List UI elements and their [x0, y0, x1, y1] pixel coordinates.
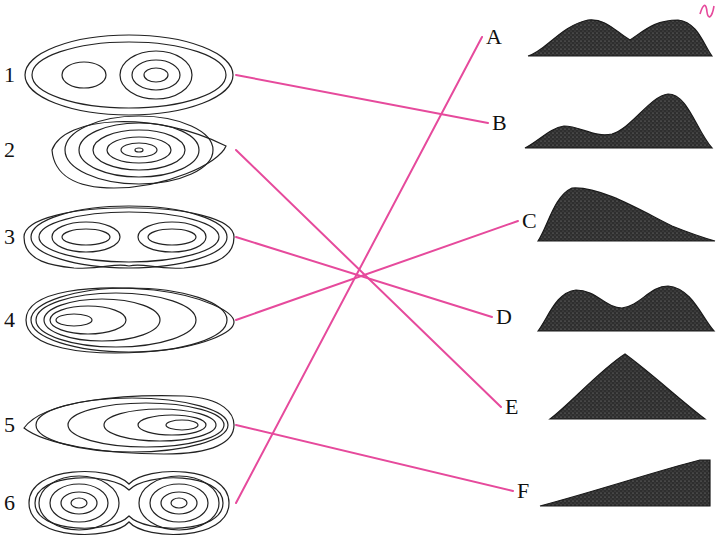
contour-line: [68, 403, 224, 447]
contour-line: [52, 122, 226, 188]
profile-figure: C: [518, 179, 716, 245]
contour-line: [50, 484, 108, 522]
figure-label: A: [486, 26, 502, 48]
contour-line: [61, 492, 97, 514]
contour-line: [65, 116, 213, 184]
contour-line: [62, 62, 106, 88]
figure-label: 6: [4, 492, 15, 514]
contour-line: [171, 498, 187, 508]
hill-profile: [525, 94, 712, 148]
contour-line: [79, 123, 199, 177]
profile-group: [538, 188, 715, 241]
match-line: [236, 425, 513, 491]
contour-line: [39, 212, 219, 262]
contour-line: [29, 472, 229, 535]
figure-label: F: [517, 480, 529, 502]
profile-figure: D: [492, 278, 716, 335]
contour-line: [31, 206, 227, 268]
profile-shape: [492, 278, 716, 335]
contour-line: [132, 60, 180, 90]
contour-line: [44, 299, 160, 341]
profile-shape: [501, 346, 716, 423]
profile-group: [525, 94, 712, 148]
profile-figure: B: [488, 86, 716, 152]
contour-line: [138, 415, 206, 435]
contour-lines: [4, 282, 236, 358]
figure-label: 5: [4, 414, 15, 436]
contour-line: [121, 143, 157, 157]
contour-lines: [4, 462, 236, 544]
contour-line: [150, 484, 208, 522]
contour-map: 6: [4, 462, 236, 544]
figure-label: 4: [4, 309, 15, 331]
contour-line: [35, 478, 223, 528]
contour-line: [138, 222, 206, 252]
pen-scribble: [700, 5, 714, 16]
hill-profile: [538, 286, 714, 331]
contour-line: [32, 42, 226, 108]
contour-line: [139, 476, 219, 530]
hill-profile: [550, 354, 705, 419]
figure-label: 3: [4, 226, 15, 248]
contour-line: [93, 130, 185, 170]
contour-line: [166, 420, 198, 430]
figure-label: E: [505, 396, 518, 418]
profile-group: [528, 20, 712, 56]
profile-shape: [518, 179, 716, 245]
contour-line: [24, 396, 234, 454]
contour-lines: [4, 30, 236, 120]
hill-profile: [540, 460, 710, 506]
contour-line: [26, 288, 234, 353]
match-line: [236, 37, 482, 503]
contour-line: [71, 498, 87, 508]
contour-line: [107, 137, 171, 163]
contour-line: [56, 314, 92, 326]
profile-shape: [488, 86, 716, 152]
contour-map: 5: [4, 390, 236, 460]
contour-map: 3: [4, 196, 236, 278]
contour-line: [161, 492, 197, 514]
contour-line: [120, 51, 192, 99]
contour-line: [148, 229, 196, 245]
contour-map: 2: [4, 108, 236, 192]
hill-profile: [528, 20, 712, 56]
contour-line: [36, 398, 228, 452]
contour-line: [52, 222, 120, 252]
profile-figure: F: [513, 454, 716, 510]
contour-line: [135, 148, 143, 152]
contour-line: [36, 293, 196, 347]
figure-label: 2: [4, 139, 15, 161]
contour-line: [25, 35, 233, 115]
profile-group: [540, 460, 710, 506]
profile-shape: [513, 454, 716, 510]
contour-line: [50, 306, 126, 334]
profile-group: [550, 354, 705, 419]
figure-label: C: [522, 210, 537, 232]
profile-group: [538, 286, 714, 331]
contour-line: [144, 68, 168, 82]
profile-shape: [482, 10, 716, 60]
contour-line: [31, 288, 227, 352]
match-line: [236, 150, 501, 407]
figure-label: D: [496, 306, 512, 328]
contour-lines: [4, 196, 236, 278]
contour-line: [104, 409, 216, 441]
figure-label: 1: [4, 64, 15, 86]
contour-line: [62, 229, 110, 245]
contour-lines: [4, 390, 236, 460]
profile-figure: E: [501, 346, 716, 423]
contour-lines: [4, 108, 236, 192]
contour-line: [39, 476, 119, 530]
match-line: [236, 237, 492, 317]
figure-label: B: [492, 112, 507, 134]
hill-profile: [538, 188, 715, 241]
contour-map: 1: [4, 30, 236, 120]
profile-figure: A: [482, 10, 716, 60]
contour-map: 4: [4, 282, 236, 358]
